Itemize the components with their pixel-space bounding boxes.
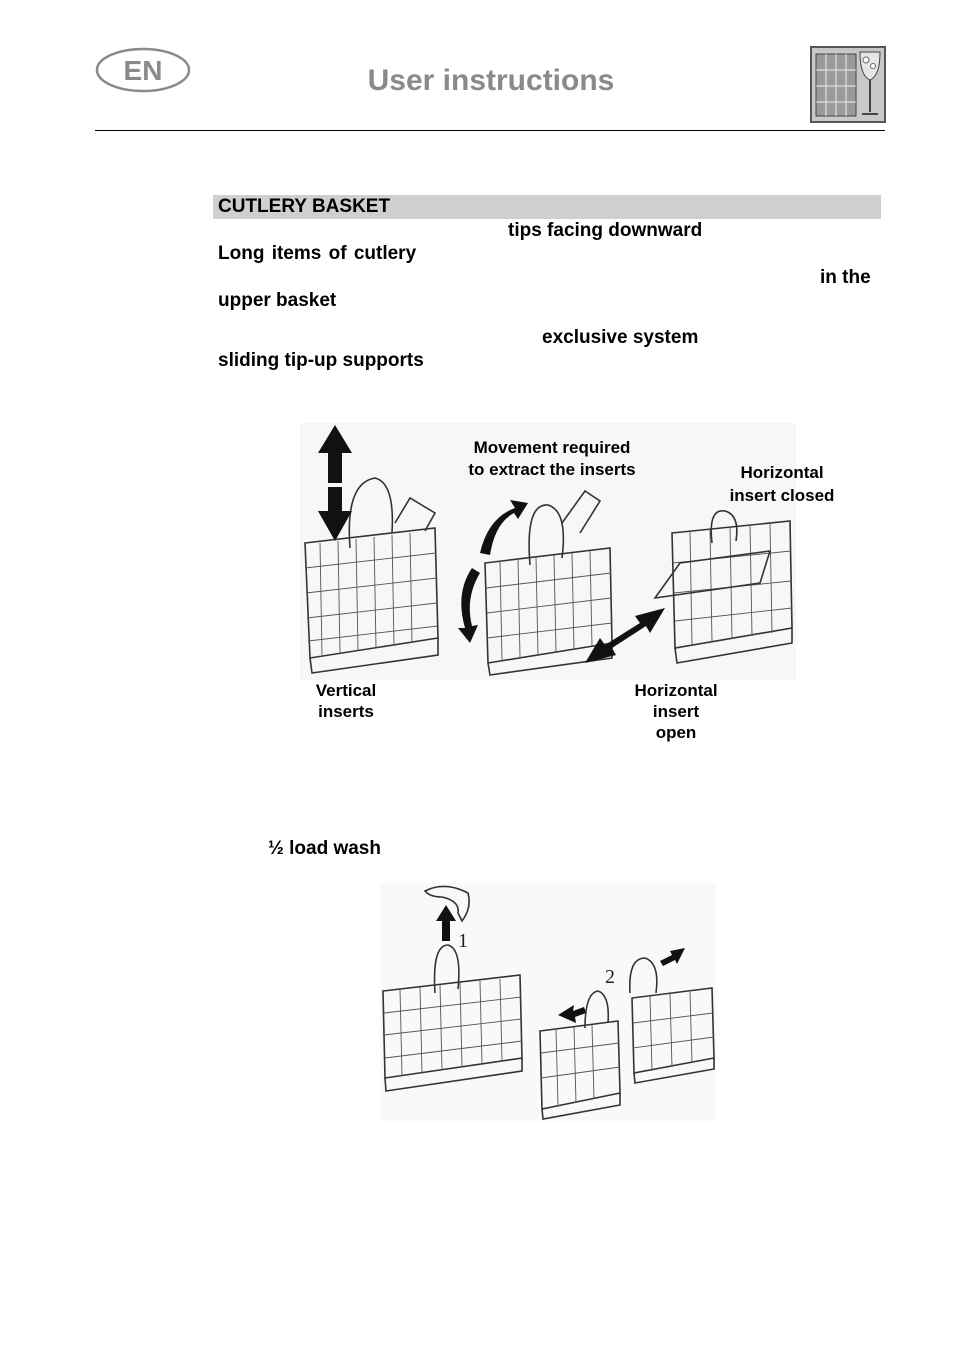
- svg-text:EN: EN: [124, 55, 163, 86]
- separate-arrows-icon: [558, 948, 685, 1023]
- text-long-items: Long items of cutlery: [218, 243, 417, 264]
- page-title: User instructions: [367, 64, 615, 97]
- label-horizontal-insert-open: Horizontal insert open: [634, 681, 718, 742]
- header-divider: [95, 130, 885, 131]
- full-basket: [382, 885, 523, 1092]
- step-2-number: 2: [605, 966, 615, 988]
- half-load-wash-heading: ½ load wash: [268, 838, 381, 859]
- half-load-basket-figure: 1 2: [380, 883, 716, 1121]
- text-tips-facing-downward: tips facing downward: [508, 220, 703, 241]
- dishwasher-glass-icon: [810, 46, 886, 123]
- text-sliding-supports: sliding tip-up supports: [218, 350, 424, 371]
- split-basket-right: [628, 957, 715, 1084]
- lift-handle-arrow-icon: [436, 905, 456, 941]
- section-title: CUTLERY BASKET: [218, 196, 391, 217]
- step-1-number: 1: [458, 930, 468, 952]
- text-exclusive-system: exclusive system: [542, 327, 699, 348]
- basket-horizontal-insert: [653, 510, 793, 664]
- section-header-bar: [213, 195, 881, 219]
- label-vertical-inserts: Vertical inserts: [315, 681, 377, 721]
- split-basket-left: [539, 990, 621, 1120]
- en-language-badge: EN: [95, 47, 191, 93]
- label-movement-required: Movement required to extract the inserts: [468, 438, 636, 479]
- text-upper-basket: upper basket: [218, 290, 337, 311]
- label-horizontal-insert-closed: Horizontal insert closed: [729, 463, 835, 505]
- cutlery-basket-inserts-figure: [300, 423, 796, 680]
- rotation-arrow-icon: [458, 500, 528, 643]
- text-in-the: in the: [820, 267, 871, 288]
- vertical-movement-arrow-icon: [318, 425, 352, 541]
- basket-vertical-inserts: [304, 477, 439, 674]
- horizontal-movement-arrow-icon: [585, 608, 665, 663]
